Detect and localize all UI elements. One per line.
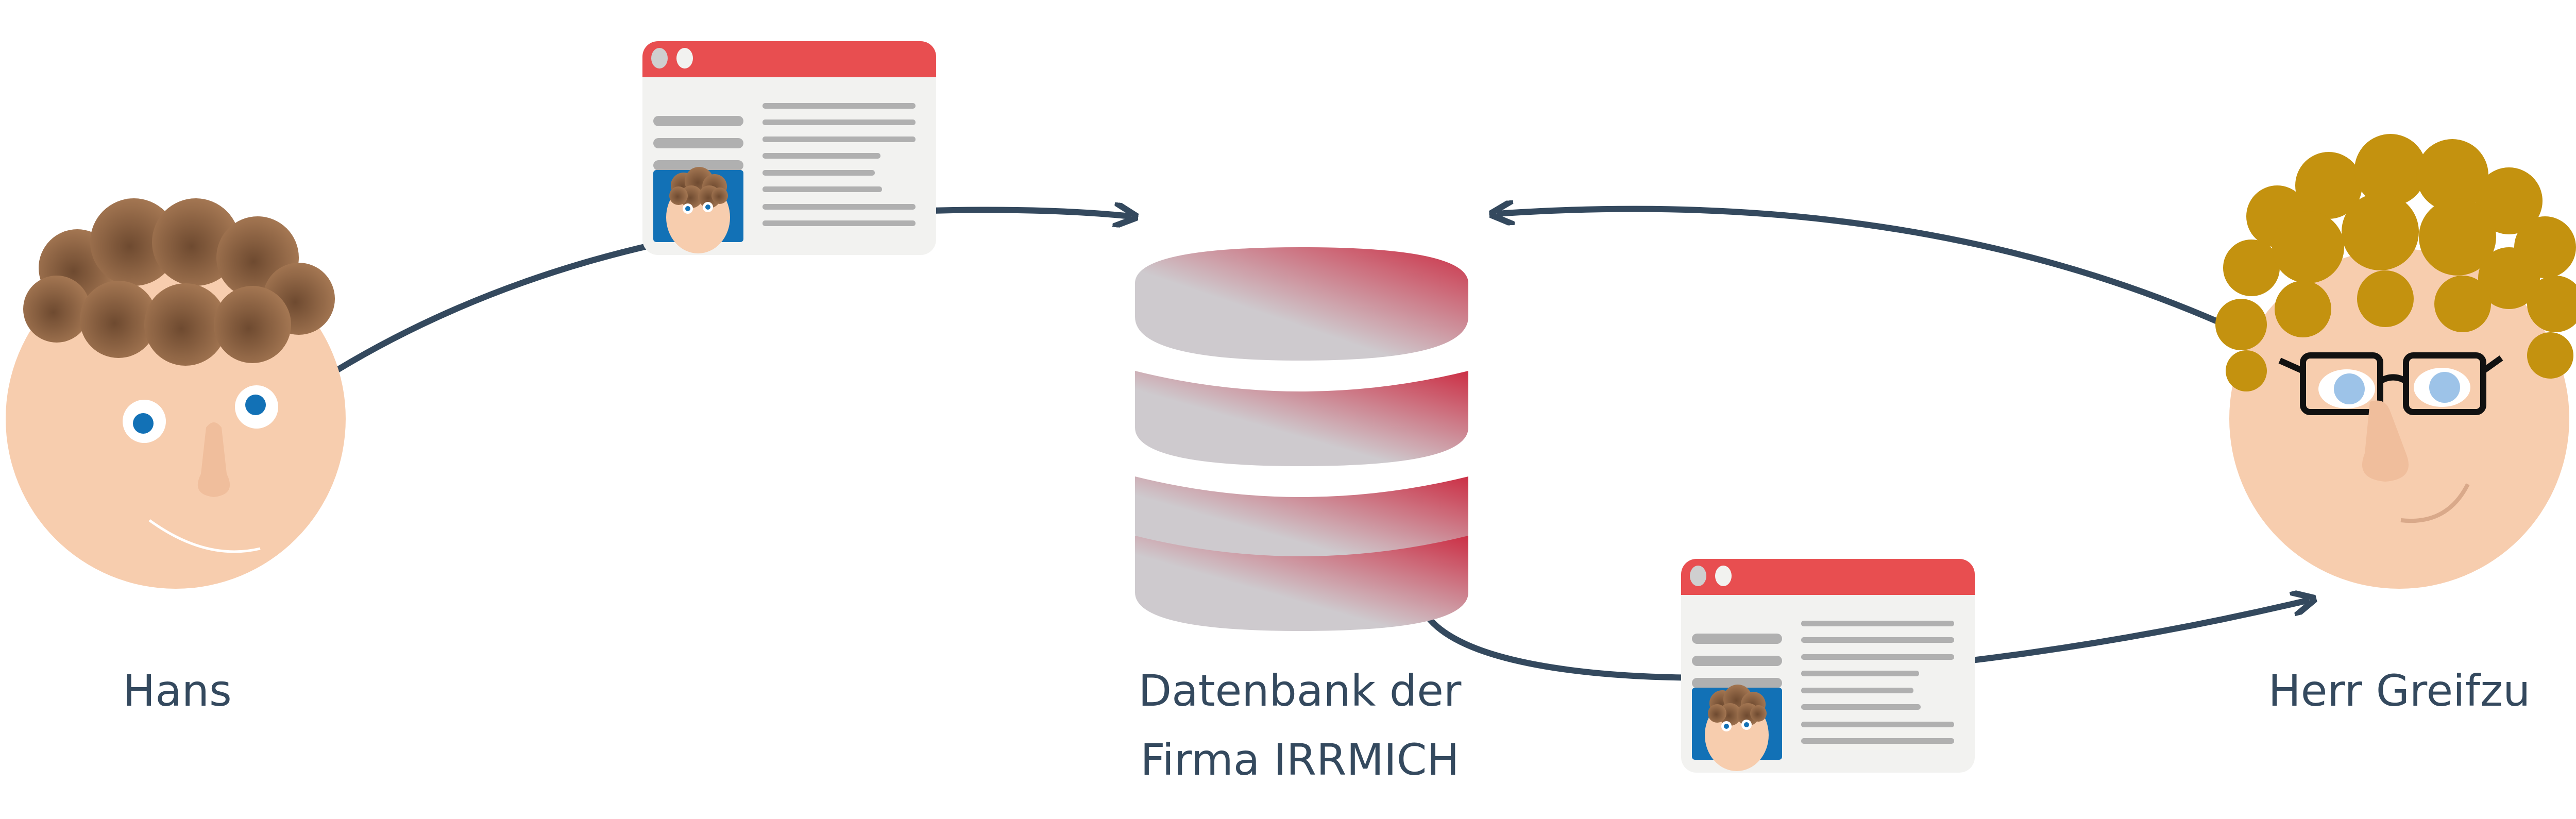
hans-avatar: [6, 198, 346, 589]
database-icon: [1135, 247, 1468, 631]
profile-browser-window-2: [1681, 559, 1975, 773]
greifzu-avatar: [2215, 134, 2576, 589]
label-database-line2: Firma IRRMICH: [1140, 735, 1459, 785]
greifzu-mouth: [2400, 483, 2470, 523]
greifzu-nose: [2362, 400, 2409, 482]
profile-browser-window-1: [642, 41, 936, 255]
greifzu-hair: [2215, 134, 2576, 391]
hans-nose: [197, 422, 230, 497]
hans-mouth: [148, 519, 261, 553]
label-hans: Hans: [123, 666, 232, 716]
glasses-icon: [2278, 352, 2503, 415]
label-greifzu: Herr Greifzu: [2268, 666, 2531, 716]
arrow-greifzu-to-database: [1497, 209, 2224, 327]
label-database-line1: Datenbank der: [1139, 666, 1462, 716]
hans-hair: [23, 198, 335, 366]
